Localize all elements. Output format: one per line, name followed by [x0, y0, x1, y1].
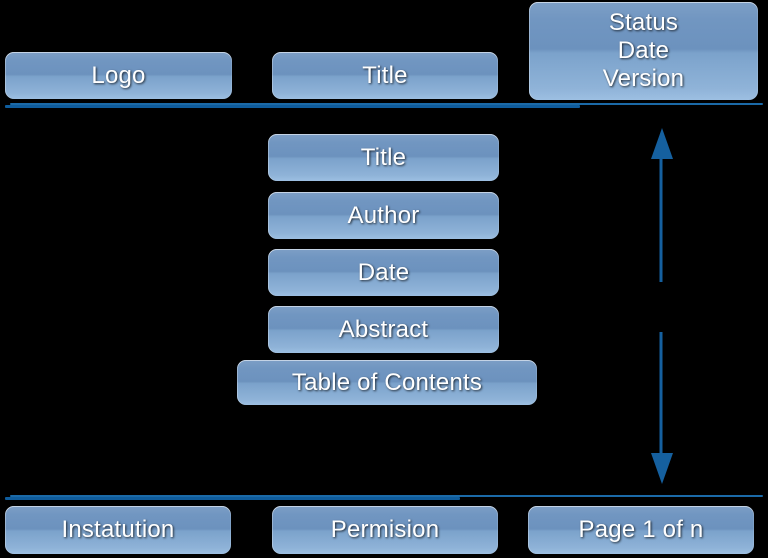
- body-box-date-label: Date: [357, 258, 410, 286]
- arrow-head-down: [651, 453, 673, 484]
- body-box-title[interactable]: Title: [268, 134, 499, 181]
- footer-box-instatution-label: Instatution: [61, 516, 175, 544]
- header-box-logo[interactable]: Logo: [5, 52, 232, 99]
- body-box-author-label: Author: [347, 201, 420, 229]
- header-box-status-date-version[interactable]: Status Date Version: [529, 2, 758, 100]
- footer-divider-left: [5, 497, 460, 500]
- footer-box-page-number-label: Page 1 of n: [578, 516, 704, 544]
- body-box-table-of-contents-label: Table of Contents: [291, 368, 483, 396]
- footer-box-page-number[interactable]: Page 1 of n: [528, 506, 754, 554]
- body-box-abstract-label: Abstract: [338, 315, 429, 343]
- header-box-status-date-version-label: Status Date Version: [602, 9, 685, 92]
- body-box-table-of-contents[interactable]: Table of Contents: [237, 360, 537, 405]
- body-height-arrow: [640, 126, 684, 486]
- body-box-abstract[interactable]: Abstract: [268, 306, 499, 353]
- footer-divider-right: [10, 495, 763, 497]
- header-divider-right: [10, 103, 763, 105]
- header-box-title[interactable]: Title: [272, 52, 498, 99]
- header-box-title-label: Title: [362, 61, 408, 89]
- footer-box-permision[interactable]: Permision: [272, 506, 498, 554]
- body-box-date[interactable]: Date: [268, 249, 499, 296]
- body-height-arrow-graphic: [651, 128, 673, 484]
- footer-box-permision-label: Permision: [330, 516, 440, 544]
- footer-box-instatution[interactable]: Instatution: [5, 506, 231, 554]
- header-divider-left: [5, 105, 580, 108]
- arrow-head-up: [651, 128, 673, 159]
- body-box-author[interactable]: Author: [268, 192, 499, 239]
- body-box-title-label: Title: [360, 143, 407, 171]
- arrow-shaft-lower: [659, 332, 663, 454]
- arrow-shaft-upper: [659, 156, 663, 282]
- header-box-logo-label: Logo: [91, 61, 146, 89]
